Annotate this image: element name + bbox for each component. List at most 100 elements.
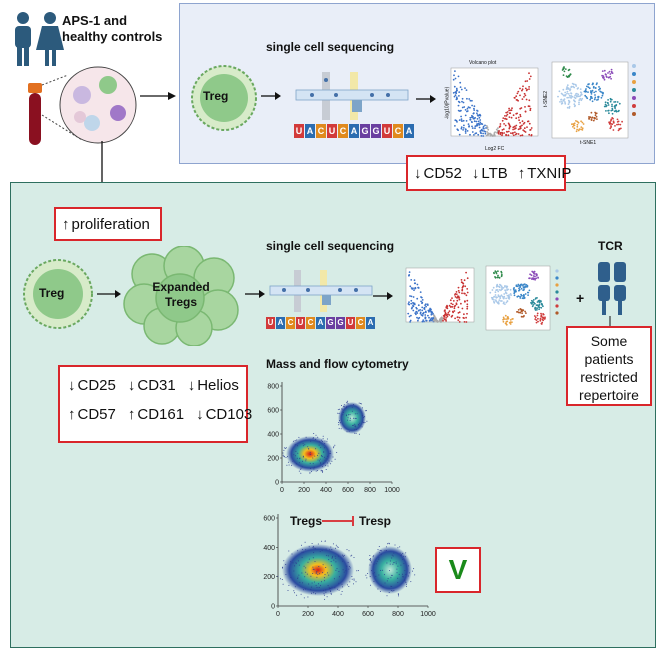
- event-dot: [373, 563, 375, 565]
- marker-cd52: ↓ CD52: [414, 165, 462, 182]
- volcano-point: [461, 120, 463, 122]
- event-dot: [353, 579, 355, 581]
- x-tick-label: 400: [332, 611, 344, 618]
- tsne-point: [520, 308, 523, 311]
- event-dot: [304, 541, 306, 543]
- event-dot: [333, 578, 335, 580]
- volcano-point: [464, 114, 467, 117]
- event-dot: [320, 585, 322, 587]
- seq-letter: U: [346, 317, 355, 329]
- volcano-point: [528, 99, 531, 102]
- event-dot: [403, 576, 404, 578]
- tsne-point: [534, 273, 536, 275]
- volcano-point: [505, 133, 507, 136]
- volcano-point: [430, 317, 433, 319]
- volcano-point: [503, 132, 505, 134]
- tsne-point: [495, 296, 498, 299]
- tsne-point: [619, 123, 622, 126]
- plus-sign: +: [576, 290, 585, 306]
- volcano-point: [454, 94, 457, 97]
- tsne-point: [535, 321, 538, 324]
- top-sequence: U A C U C A G G U C A: [294, 124, 415, 138]
- tsne-point: [616, 123, 618, 126]
- event-dot: [347, 562, 349, 564]
- volcano-point: [456, 299, 459, 302]
- volcano-point: [425, 303, 427, 306]
- event-dot: [340, 422, 341, 424]
- volcano-point: [469, 118, 472, 121]
- event-dot: [386, 562, 388, 564]
- volcano-point: [413, 302, 416, 305]
- volcano-point: [464, 132, 467, 134]
- tsne-point: [518, 287, 520, 290]
- event-dot: [402, 573, 403, 575]
- event-dot: [403, 563, 405, 564]
- tsne-point: [505, 292, 508, 295]
- y-tick-label: 800: [267, 384, 279, 391]
- tsne-point: [534, 316, 537, 319]
- volcano-point: [414, 286, 417, 289]
- volcano-point: [466, 291, 469, 294]
- volcano-point: [512, 134, 515, 137]
- tsne-point: [536, 314, 539, 317]
- proliferation-box: ↑ proliferation: [54, 207, 162, 241]
- event-dot: [358, 433, 360, 435]
- volcano-point: [444, 311, 447, 314]
- volcano-point: [410, 299, 413, 302]
- volcano-point: [475, 132, 478, 134]
- event-dot: [363, 422, 365, 424]
- tsne-point: [607, 109, 610, 112]
- volcano-point: [518, 119, 520, 122]
- restricted-line1: Some: [590, 333, 628, 349]
- tsne-point: [524, 310, 526, 313]
- tsne-point: [569, 88, 572, 90]
- tsne-point: [608, 70, 611, 73]
- event-dot: [312, 438, 314, 439]
- volcano-point: [464, 300, 466, 303]
- tsne-point: [500, 270, 503, 273]
- volcano-point: [529, 128, 532, 131]
- tsne-point: [580, 126, 583, 128]
- tsne-point: [496, 289, 498, 291]
- volcano-point: [477, 133, 480, 136]
- event-dot: [305, 436, 307, 438]
- y-tick-label: 0: [271, 604, 275, 611]
- volcano-point: [514, 125, 516, 128]
- volcano-point: [438, 319, 441, 322]
- event-dot: [297, 578, 299, 579]
- event-dot: [330, 564, 332, 566]
- volcano-point: [421, 314, 424, 317]
- volcano-point: [471, 104, 473, 107]
- event-dot: [380, 550, 382, 552]
- volcano-point: [455, 293, 458, 296]
- seq-letter: A: [305, 124, 315, 138]
- volcano-point: [464, 87, 466, 89]
- volcano-point: [466, 299, 469, 302]
- marker-cd161: ↑ CD161: [128, 406, 184, 423]
- event-dot: [287, 461, 289, 463]
- volcano-point: [523, 92, 526, 95]
- cohort-label-line2: healthy controls: [62, 29, 163, 44]
- event-dot: [330, 593, 332, 595]
- volcano-point: [462, 282, 465, 285]
- volcano-point: [465, 89, 468, 91]
- volcano-point: [485, 127, 487, 129]
- volcano-point: [468, 125, 470, 128]
- event-dot: [387, 578, 389, 580]
- volcano-point: [410, 295, 413, 298]
- volcano-point: [515, 132, 518, 135]
- tsne-point: [566, 92, 568, 95]
- volcano-point: [469, 99, 472, 102]
- volcano-point: [525, 98, 528, 101]
- event-dot: [322, 438, 324, 440]
- tsne-point: [610, 118, 613, 121]
- volcano-point: [460, 126, 463, 129]
- tsne-point: [589, 98, 592, 101]
- volcano-point: [511, 107, 513, 110]
- volcano-point: [453, 307, 456, 310]
- event-dot: [386, 580, 388, 582]
- event-dot: [305, 460, 307, 462]
- event-dot: [362, 407, 363, 409]
- bottom-treg-cell: [23, 259, 93, 329]
- volcano-point: [446, 307, 449, 310]
